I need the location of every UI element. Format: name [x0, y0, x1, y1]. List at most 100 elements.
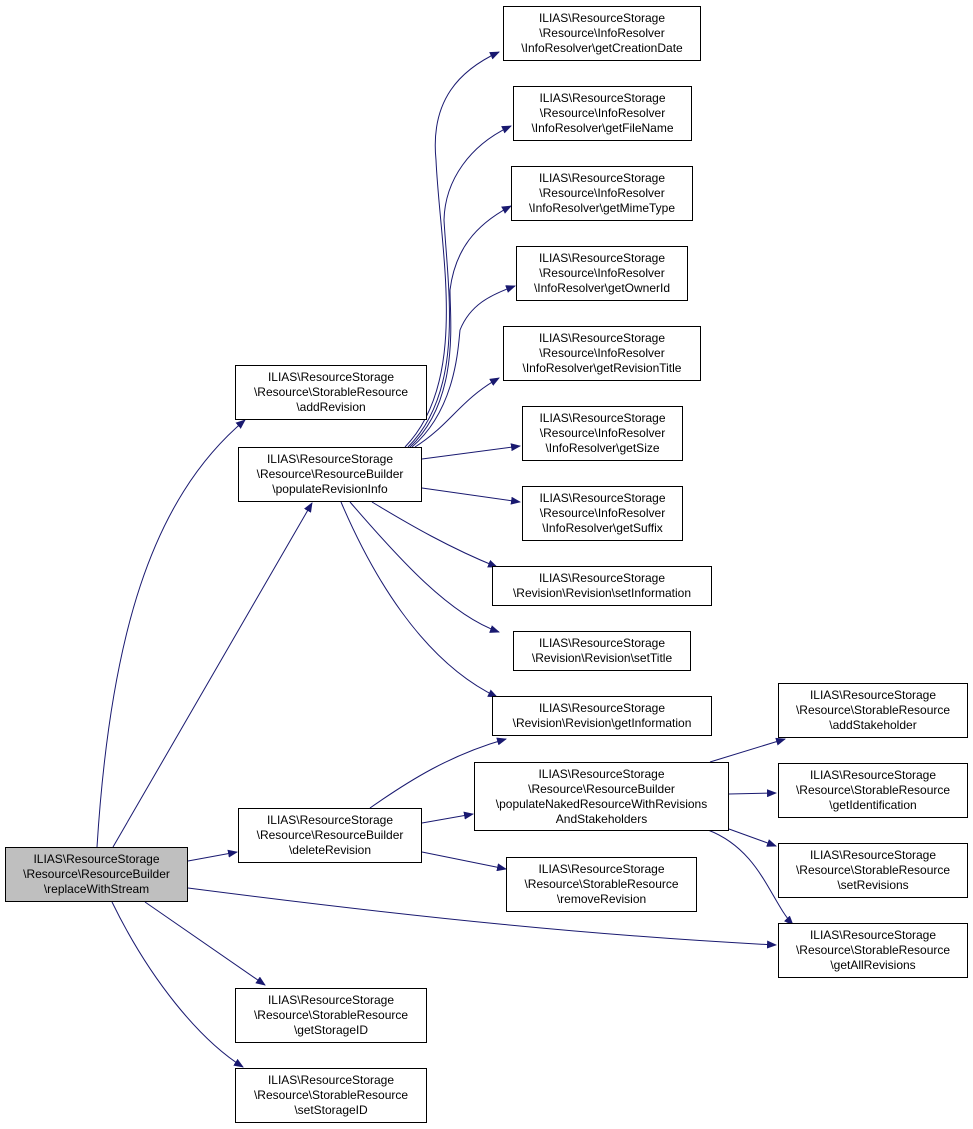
node-label-line: \Resource\InfoResolver	[539, 426, 666, 440]
node-label-line: \setRevisions	[837, 878, 909, 892]
node-label-line: \Resource\ResourceBuilder	[256, 828, 404, 842]
edge-populateNaked-addStakeholder	[709, 737, 786, 763]
node-label-line: \Resource\InfoResolver	[539, 106, 666, 120]
node-getRevisionTitle[interactable]: ILIAS\ResourceStorage \Resource\InfoReso…	[503, 326, 701, 381]
edge-populateRevisionInfo-getCreationDate	[404, 51, 500, 448]
edge-populateRevisionInfo-getOwnerId	[411, 285, 516, 448]
node-addRevision[interactable]: ILIAS\ResourceStorage \Resource\Storable…	[235, 365, 427, 420]
node-label-line: \InfoResolver\getOwnerId	[533, 281, 671, 295]
node-label-line: \Resource\InfoResolver	[539, 26, 665, 40]
node-label-line: \addRevision	[296, 400, 366, 414]
edge-replaceWithStream-deleteRevision	[187, 849, 238, 862]
node-label-line: ILIAS\ResourceStorage	[538, 171, 666, 185]
edge-replaceWithStream-populateRevisionInfo	[112, 502, 313, 848]
node-label-line: \deleteRevision	[288, 843, 372, 857]
node-label-line: \Resource\InfoResolver	[539, 346, 665, 360]
node-label-line: \Resource\InfoResolver	[539, 506, 666, 520]
node-label-line: \getAllRevisions	[830, 958, 916, 972]
node-getInformation[interactable]: ILIAS\ResourceStorage \Revision\Revision…	[492, 696, 712, 736]
node-label-line: \getStorageID	[293, 1023, 369, 1037]
node-removeRevision[interactable]: ILIAS\ResourceStorage \Resource\Storable…	[506, 857, 697, 912]
node-label-line: ILIAS\ResourceStorage	[538, 11, 666, 25]
edge-deleteRevision-removeRevision	[421, 851, 507, 872]
node-getStorageID[interactable]: ILIAS\ResourceStorage \Resource\Storable…	[235, 988, 427, 1043]
edge-populateRevisionInfo-getFileName	[407, 125, 512, 448]
node-label-line: \InfoResolver\getSize	[545, 441, 660, 455]
node-label-line: ILIAS\ResourceStorage	[809, 688, 937, 702]
node-label-line: ILIAS\ResourceStorage	[809, 928, 937, 942]
node-label-line: ILIAS\ResourceStorage	[539, 491, 666, 505]
node-label-line: \Resource\InfoResolver	[539, 186, 665, 200]
node-replaceWithStream[interactable]: ILIAS\ResourceStorage \Resource\Resource…	[5, 847, 188, 902]
edge-replaceWithStream-addRevision	[96, 419, 246, 848]
node-label-line: ILIAS\ResourceStorage	[33, 852, 160, 866]
node-label-line: \populateRevisionInfo	[272, 482, 388, 496]
node-getMimeType[interactable]: ILIAS\ResourceStorage \Resource\InfoReso…	[511, 166, 693, 221]
edge-populateRevisionInfo-getInformation	[340, 501, 498, 698]
node-label-line: \Revision\Revision\setInformation	[512, 586, 692, 600]
node-label-line: \Resource\StorableResource	[795, 943, 951, 957]
node-label-line: ILIAS\ResourceStorage	[538, 862, 665, 876]
node-label-line: \removeRevision	[556, 892, 647, 906]
node-label-line: ILIAS\ResourceStorage	[538, 251, 666, 265]
node-getIdentification[interactable]: ILIAS\ResourceStorage \Resource\Storable…	[778, 763, 968, 818]
node-setRevisions[interactable]: ILIAS\ResourceStorage \Resource\Storable…	[778, 843, 968, 898]
edge-populateRevisionInfo-setInformation	[371, 501, 498, 568]
node-label-line: \Resource\ResourceBuilder	[256, 467, 404, 481]
node-label-line: \Resource\StorableResource	[253, 385, 409, 399]
edge-populateRevisionInfo-setTitle	[349, 501, 500, 633]
edge-populateNaked-getAllRevisions	[707, 829, 794, 926]
edge-replaceWithStream-setStorageID	[111, 901, 244, 1068]
node-label-line: \Resource\ResourceBuilder	[528, 781, 675, 796]
edge-populateRevisionInfo-getSuffix	[421, 487, 521, 505]
edge-replaceWithStream-getStorageID	[144, 901, 266, 986]
edge-populateNaked-setRevisions	[728, 828, 777, 847]
edge-populateNaked-getIdentification	[728, 789, 777, 798]
node-label-line: \Resource\StorableResource	[795, 783, 951, 797]
node-label-line: \Resource\StorableResource	[524, 877, 679, 891]
node-getAllRevisions[interactable]: ILIAS\ResourceStorage \Resource\Storable…	[778, 923, 968, 978]
node-label-line: ILIAS\ResourceStorage	[809, 848, 937, 862]
edge-populateRevisionInfo-getSize	[421, 443, 521, 460]
node-deleteRevision[interactable]: ILIAS\ResourceStorage \Resource\Resource…	[238, 808, 422, 863]
node-label-line: \Revision\Revision\setTitle	[531, 651, 673, 665]
node-getSize[interactable]: ILIAS\ResourceStorage \Resource\InfoReso…	[522, 406, 683, 461]
node-setInformation[interactable]: ILIAS\ResourceStorage \Revision\Revision…	[492, 566, 712, 606]
node-label-line: ILIAS\ResourceStorage	[266, 452, 394, 466]
node-label-line: ILIAS\ResourceStorage	[809, 768, 937, 782]
node-label-line: \Resource\StorableResource	[253, 1088, 409, 1102]
node-populateRevisionInfo[interactable]: ILIAS\ResourceStorage \Resource\Resource…	[238, 447, 422, 502]
edge-populateRevisionInfo-getRevisionTitle	[414, 377, 500, 448]
node-setStorageID[interactable]: ILIAS\ResourceStorage \Resource\Storable…	[235, 1068, 427, 1123]
node-label-line: ILIAS\ResourceStorage	[266, 813, 394, 827]
edge-populateRevisionInfo-getMimeType	[409, 205, 512, 448]
node-populateNaked[interactable]: ILIAS\ResourceStorage \Resource\Resource…	[474, 762, 729, 831]
node-label-line: \Resource\ResourceBuilder	[23, 867, 170, 881]
node-label-line: AndStakeholders	[555, 811, 648, 826]
node-label-line: ILIAS\ResourceStorage	[538, 571, 666, 585]
node-label-line: ILIAS\ResourceStorage	[267, 370, 395, 384]
node-label-line: ILIAS\ResourceStorage	[267, 993, 395, 1007]
node-label-line: \Resource\StorableResource	[795, 863, 951, 877]
node-getOwnerId[interactable]: ILIAS\ResourceStorage \Resource\InfoReso…	[516, 246, 688, 301]
node-label-line: \setStorageID	[294, 1103, 368, 1117]
node-label-line: \Revision\Revision\getInformation	[512, 716, 692, 730]
node-setTitle[interactable]: ILIAS\ResourceStorage \Revision\Revision…	[513, 631, 691, 671]
node-label-line: ILIAS\ResourceStorage	[539, 91, 666, 105]
node-label-line: \Resource\StorableResource	[253, 1008, 409, 1022]
node-label-line: \getIdentification	[829, 798, 917, 812]
node-label-line: ILIAS\ResourceStorage	[538, 766, 665, 781]
node-label-line: \Resource\InfoResolver	[539, 266, 665, 280]
edge-deleteRevision-populateNaked	[421, 811, 474, 824]
node-label-line: \InfoResolver\getFileName	[531, 121, 674, 135]
node-label-line: ILIAS\ResourceStorage	[538, 636, 666, 650]
node-getCreationDate[interactable]: ILIAS\ResourceStorage \Resource\InfoReso…	[503, 6, 701, 61]
node-label-line: \addStakeholder	[829, 718, 917, 732]
node-label-line: ILIAS\ResourceStorage	[538, 701, 666, 715]
node-addStakeholder[interactable]: ILIAS\ResourceStorage \Resource\Storable…	[778, 683, 968, 738]
node-getSuffix[interactable]: ILIAS\ResourceStorage \Resource\InfoReso…	[522, 486, 683, 541]
node-label-line: ILIAS\ResourceStorage	[267, 1073, 395, 1087]
edge-replaceWithStream-getAllRevisions	[187, 887, 777, 949]
node-getFileName[interactable]: ILIAS\ResourceStorage \Resource\InfoReso…	[513, 86, 692, 141]
